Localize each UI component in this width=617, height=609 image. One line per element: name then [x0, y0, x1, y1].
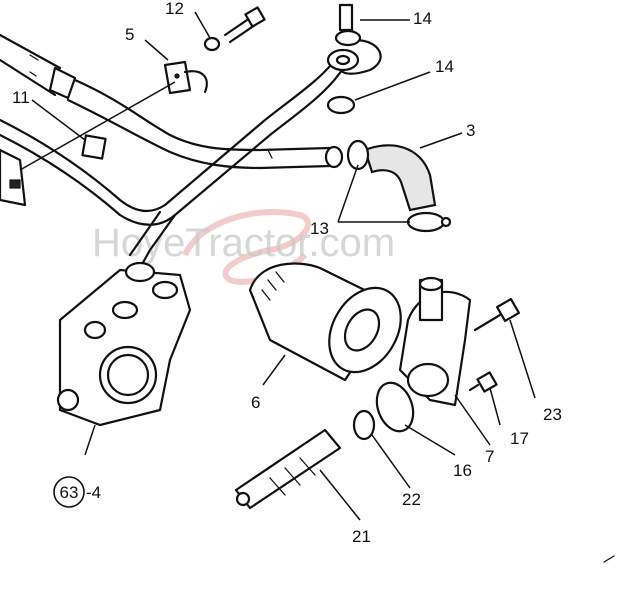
bolt-17 — [468, 371, 498, 393]
callout-17: 17 — [510, 429, 529, 448]
bracket-and-bolts — [163, 6, 266, 95]
watermark: HoyeTractor.com — [92, 209, 395, 285]
washer-14-upper — [334, 29, 362, 47]
o-ring-16 — [375, 381, 415, 433]
watermark-text: HoyeTractor.com — [92, 221, 395, 265]
nut-22 — [352, 409, 376, 441]
callout-13: 13 — [310, 219, 329, 238]
bolt-23 — [473, 297, 521, 332]
callout-22: 22 — [402, 490, 421, 509]
callout-21: 21 — [352, 527, 371, 546]
clip-and-block — [0, 134, 107, 207]
valve-body — [56, 261, 192, 427]
watermark-logo — [182, 209, 311, 285]
callout-11: 11 — [12, 88, 30, 107]
callout-14-lower: 14 — [435, 57, 454, 76]
filter-housing — [398, 276, 472, 407]
callout-labels: 12 5 14 14 11 3 13 6 23 17 7 16 22 21 63… — [12, 0, 562, 546]
banjo-fitting — [326, 3, 382, 115]
callout-ref-suffix: -4 — [86, 483, 101, 502]
strainer-21 — [234, 428, 342, 510]
oil-filter — [248, 262, 402, 382]
callout-3: 3 — [466, 121, 475, 140]
leader-lines — [19, 11, 536, 521]
stray-mark — [603, 555, 615, 563]
clamp-13-upper — [346, 139, 370, 171]
callout-5: 5 — [125, 25, 134, 44]
callout-23: 23 — [543, 405, 562, 424]
hose-3 — [346, 139, 452, 233]
callout-7: 7 — [485, 447, 494, 466]
washer-14-lower — [326, 95, 356, 115]
clamp-13-lower — [406, 211, 446, 233]
callout-12: 12 — [165, 0, 184, 18]
callout-16: 16 — [453, 461, 472, 480]
hose-pipes — [0, 33, 344, 270]
callout-14-upper: 14 — [413, 9, 432, 28]
callout-6: 6 — [251, 393, 260, 412]
callout-ref-circle: 63 — [60, 483, 79, 502]
ref-circle — [53, 476, 85, 508]
